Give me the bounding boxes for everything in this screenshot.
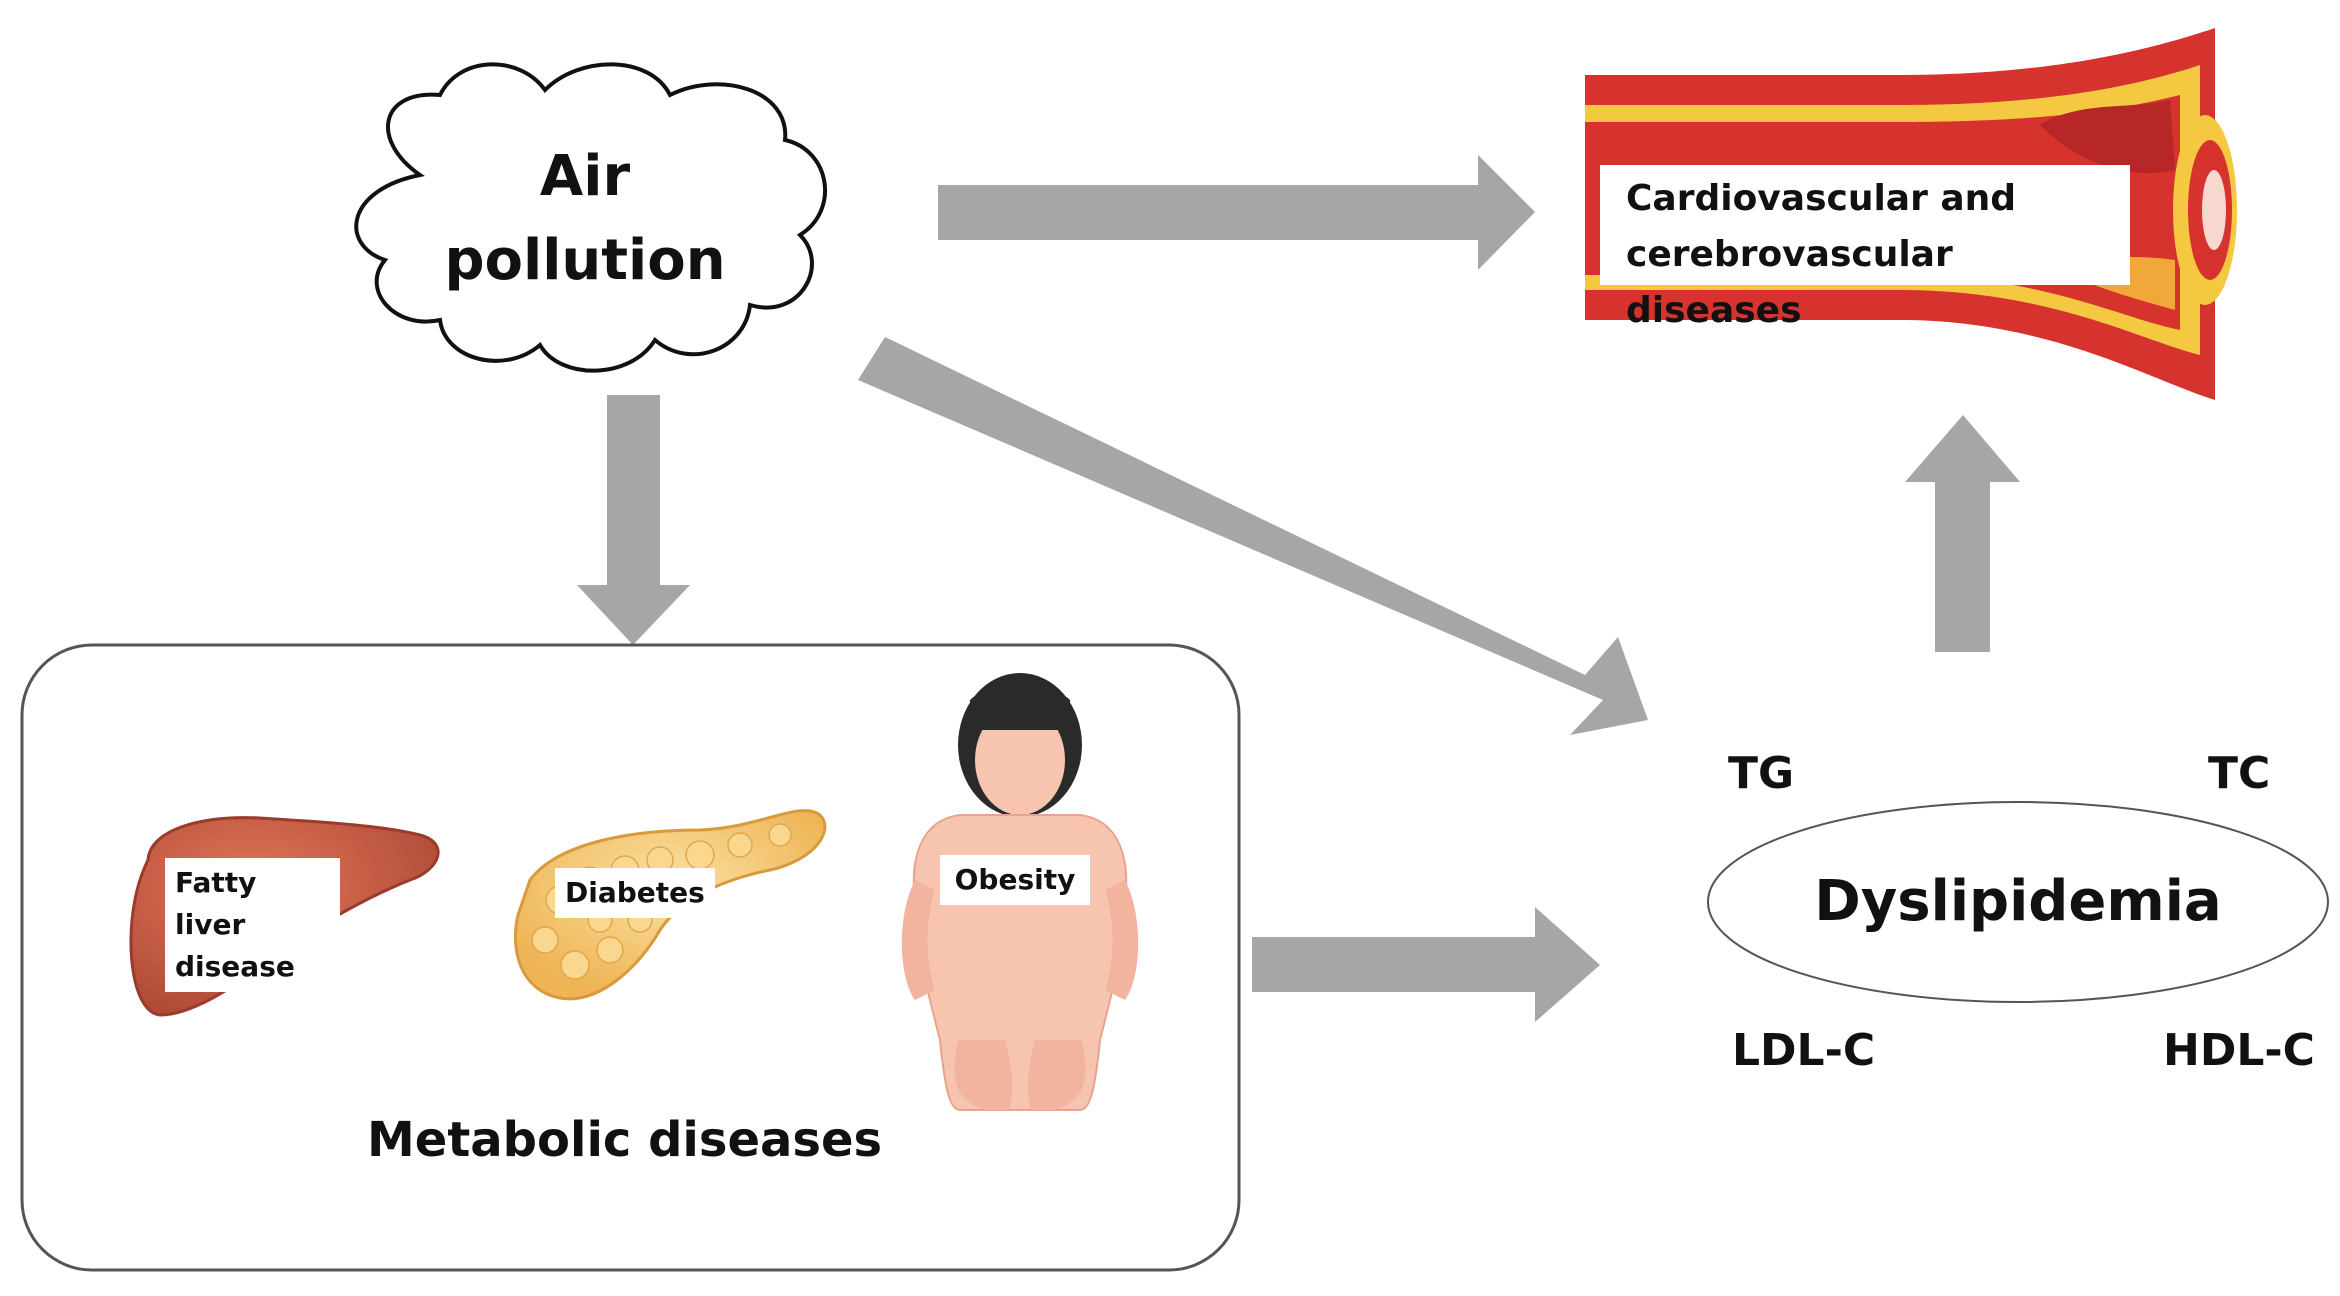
metabolic-diseases-title: Metabolic diseases [367, 1112, 883, 1168]
diabetes-label: Diabetes [555, 868, 715, 918]
cloud-shape [354, 62, 827, 373]
dyslipidemia-ellipse [1707, 801, 2329, 1003]
fatty-liver-line2: disease [175, 950, 295, 983]
cardio-diseases-label: Cardiovascular and cerebrovascular disea… [1600, 165, 2130, 331]
arrow-metabolic-to-dyslipidemia [1252, 907, 1600, 1022]
air-pollution-label: Air pollution [345, 135, 825, 303]
arrow-pollution-to-dyslipidemia [858, 337, 1648, 735]
cardio-line2: cerebrovascular diseases [1626, 234, 1953, 331]
air-pollution-line1: Air [539, 144, 631, 209]
tg-label: TG [1728, 748, 1795, 799]
arrow-dyslipidemia-to-cardio [1905, 415, 2020, 652]
arrow-pollution-to-metabolic [577, 395, 690, 645]
obesity-label: Obesity [940, 855, 1090, 905]
ldl-c-label: LDL-C [1732, 1025, 1876, 1076]
cardio-line1: Cardiovascular and [1626, 178, 2017, 219]
air-pollution-line2: pollution [444, 228, 726, 293]
hdl-c-label: HDL-C [2163, 1025, 2315, 1076]
fatty-liver-label: Fatty liver disease [165, 858, 340, 992]
arrow-pollution-to-cardio [938, 155, 1535, 270]
fatty-liver-line1: Fatty liver [175, 866, 257, 941]
tc-label: TC [2208, 748, 2271, 799]
dyslipidemia-title: Dyslipidemia [1814, 869, 2222, 934]
